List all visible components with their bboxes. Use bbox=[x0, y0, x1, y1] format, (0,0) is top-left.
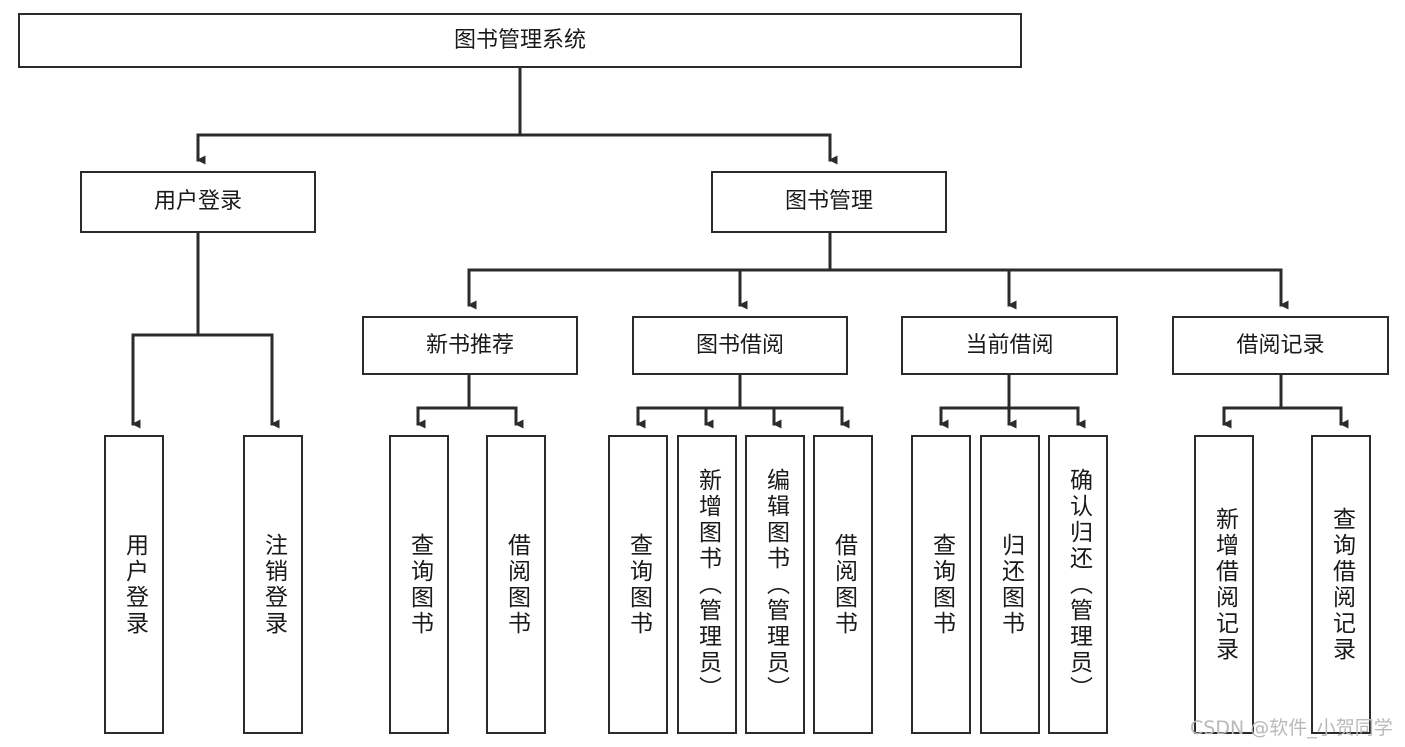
node-user-login-label: 用户登录 bbox=[153, 189, 242, 215]
node-leaf-edit-book[interactable]: 编辑图书（管理员） bbox=[745, 435, 805, 734]
node-leaf-add-book[interactable]: 新增图书（管理员） bbox=[677, 435, 737, 734]
node-leaf-query-book-1[interactable]: 查询图书 bbox=[389, 435, 449, 734]
node-book-management-label: 图书管理 bbox=[784, 189, 873, 215]
node-leaf-confirm-return[interactable]: 确认归还（管理员） bbox=[1048, 435, 1108, 734]
node-borrow-record-label: 借阅记录 bbox=[1236, 332, 1325, 358]
node-leaf-return-book-label: 归还图书 bbox=[997, 532, 1024, 637]
node-leaf-borrow-book-1-label: 借阅图书 bbox=[503, 532, 530, 637]
node-leaf-query-book-2[interactable]: 查询图书 bbox=[608, 435, 668, 734]
node-leaf-borrow-book-2-label: 借阅图书 bbox=[830, 532, 857, 637]
node-root-label: 图书管理系统 bbox=[453, 27, 586, 53]
node-book-management[interactable]: 图书管理 bbox=[711, 171, 947, 233]
node-current-borrow[interactable]: 当前借阅 bbox=[901, 316, 1118, 375]
node-new-book-recommend-label: 新书推荐 bbox=[425, 332, 514, 358]
node-leaf-borrow-book-1[interactable]: 借阅图书 bbox=[486, 435, 546, 734]
node-leaf-query-book-1-label: 查询图书 bbox=[406, 532, 433, 637]
node-leaf-query-book-3[interactable]: 查询图书 bbox=[911, 435, 971, 734]
watermark-text: CSDN @软件_小贺同学 bbox=[1190, 717, 1393, 739]
node-leaf-borrow-book-2[interactable]: 借阅图书 bbox=[813, 435, 873, 734]
node-user-login[interactable]: 用户登录 bbox=[80, 171, 316, 233]
node-leaf-user-login[interactable]: 用户登录 bbox=[104, 435, 164, 734]
node-leaf-query-book-2-label: 查询图书 bbox=[625, 532, 652, 637]
node-leaf-return-book[interactable]: 归还图书 bbox=[980, 435, 1040, 734]
node-leaf-query-record[interactable]: 查询借阅记录 bbox=[1311, 435, 1371, 734]
node-leaf-logout-login[interactable]: 注销登录 bbox=[243, 435, 303, 734]
node-leaf-edit-book-label: 编辑图书（管理员） bbox=[762, 467, 789, 702]
node-leaf-query-record-label: 查询借阅记录 bbox=[1328, 506, 1355, 663]
node-root[interactable]: 图书管理系统 bbox=[18, 13, 1022, 68]
node-leaf-add-record-label: 新增借阅记录 bbox=[1211, 506, 1238, 663]
node-new-book-recommend[interactable]: 新书推荐 bbox=[362, 316, 578, 375]
node-book-borrow-label: 图书借阅 bbox=[695, 332, 784, 358]
node-borrow-record[interactable]: 借阅记录 bbox=[1172, 316, 1389, 375]
node-leaf-add-book-label: 新增图书（管理员） bbox=[694, 467, 721, 702]
node-leaf-logout-login-label: 注销登录 bbox=[260, 532, 287, 637]
node-leaf-add-record[interactable]: 新增借阅记录 bbox=[1194, 435, 1254, 734]
node-book-borrow[interactable]: 图书借阅 bbox=[632, 316, 848, 375]
node-current-borrow-label: 当前借阅 bbox=[965, 332, 1054, 358]
node-leaf-confirm-return-label: 确认归还（管理员） bbox=[1065, 467, 1092, 702]
node-leaf-query-book-3-label: 查询图书 bbox=[928, 532, 955, 637]
node-leaf-user-login-label: 用户登录 bbox=[121, 532, 148, 637]
